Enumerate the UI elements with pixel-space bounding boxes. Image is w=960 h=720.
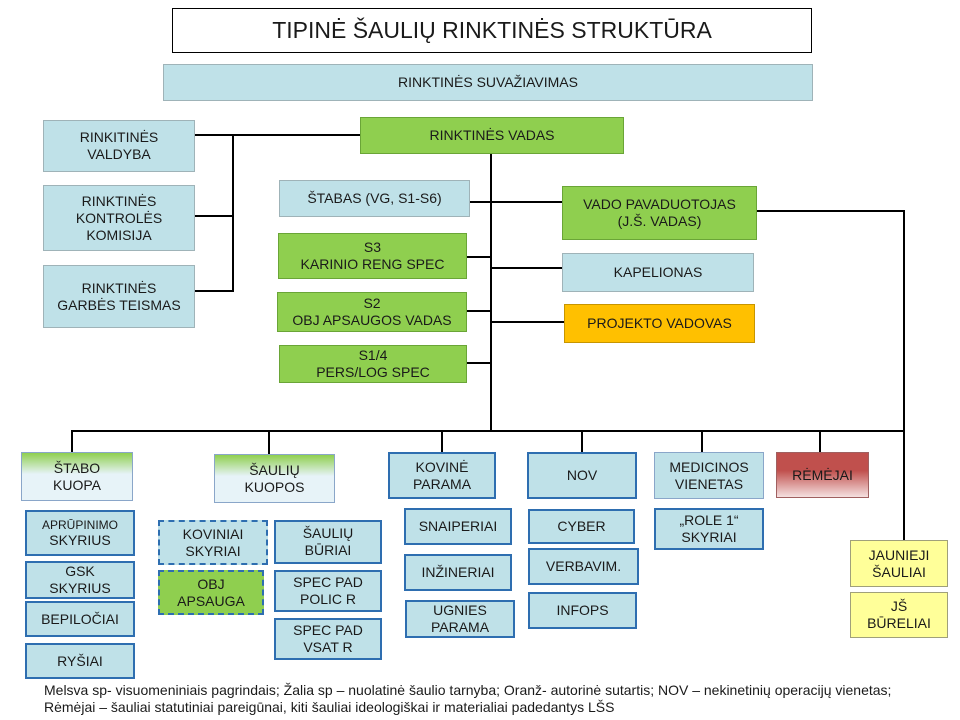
connector-line — [467, 362, 491, 364]
node-inzineriai: INŽINERIAI — [404, 554, 512, 591]
connector-line — [470, 201, 491, 203]
node-medicinos-vienetas: MEDICINOS VIENETAS — [654, 452, 764, 499]
node-kapelionas: KAPELIONAS — [562, 253, 754, 292]
node-jaunieji-sauliai: JAUNIEJI ŠAULIAI — [850, 540, 948, 587]
node-aprupinimo-skyrius: APRŪPINIMO SKYRIUS — [25, 510, 135, 556]
node-rinktines-suvaziavimas: RINKTINĖS SUVAŽIAVIMAS — [163, 64, 813, 101]
connector-line — [490, 154, 492, 430]
node-spec-pad-vsat: SPEC PAD VSAT R — [274, 618, 382, 660]
connector-line — [467, 256, 491, 258]
connector-line — [195, 290, 233, 292]
connector-line — [71, 430, 73, 452]
connector-line — [581, 430, 583, 452]
connector-line — [268, 430, 270, 454]
node-rinktines-valdyba: RINKITINĖS VALDYBA — [43, 120, 195, 172]
node-js-bureliai: JŠ BŪRELIAI — [850, 592, 948, 638]
connector-line — [903, 210, 905, 540]
connector-line — [701, 430, 703, 452]
connector-line — [819, 430, 821, 452]
node-nov: NOV — [527, 452, 637, 499]
node-rinktines-vadas: RINKTINĖS VADAS — [360, 117, 624, 154]
connector-line — [441, 430, 443, 452]
connector-line — [195, 215, 233, 217]
connector-line — [71, 430, 905, 432]
connector-line — [467, 310, 491, 312]
node-aprupinimo-small: APRŪPINIMO — [41, 517, 118, 532]
node-remejai: RĖMĖJAI — [776, 452, 869, 498]
connector-line — [757, 210, 905, 212]
connector-line — [232, 134, 234, 292]
node-s14: S1/4 PERS/LOG SPEC — [279, 345, 467, 383]
node-vado-pavaduotojas: VADO PAVADUOTOJAS (J.Š. VADAS) — [562, 186, 757, 240]
page-title: TIPINĖ ŠAULIŲ RINKTINĖS STRUKTŪRA — [172, 8, 812, 53]
node-bepilociai: BEPILOČIAI — [25, 601, 135, 637]
node-s2: S2 OBJ APSAUGOS VADAS — [277, 292, 467, 332]
node-stabo-kuopa: ŠTABO KUOPA — [21, 452, 133, 501]
node-infops: INFOPS — [528, 592, 637, 629]
node-projekto-vadovas: PROJEKTO VADOVAS — [564, 304, 755, 343]
node-kovine-parama: KOVINĖ PARAMA — [388, 452, 496, 499]
node-s3: S3 KARINIO RENG SPEC — [278, 233, 467, 279]
node-spec-pad-polic: SPEC PAD POLIC R — [274, 570, 382, 612]
node-ugnies-parama: UGNIES PARAMA — [405, 600, 515, 638]
node-aprupinimo-big: SKYRIUS — [49, 531, 111, 548]
node-stabas: ŠTABAS (VG, S1-S6) — [279, 180, 470, 217]
node-kontroles-komisija: RINKTINĖS KONTROLĖS KOMISIJA — [43, 185, 195, 251]
node-snaiperiai: SNAIPERIAI — [404, 508, 512, 545]
node-verbavim: VERBAVIM. — [528, 548, 639, 585]
footnote: Melsva sp- visuomeniniais pagrindais; Ža… — [44, 682, 892, 715]
node-role1-skyriai: „ROLE 1“ SKYRIAI — [654, 508, 764, 550]
node-rysiai: RYŠIAI — [25, 643, 135, 679]
node-garbes-teismas: RINKTINĖS GARBĖS TEISMAS — [43, 265, 195, 328]
node-obj-apsauga: OBJ APSAUGA — [158, 570, 264, 615]
node-cyber: CYBER — [528, 509, 635, 544]
connector-line — [491, 201, 562, 203]
connector-line — [195, 134, 360, 136]
node-sauliu-buriai: ŠAULIŲ BŪRIAI — [274, 520, 382, 564]
node-koviniai-skyriai: KOVINIAI SKYRIAI — [158, 520, 268, 565]
node-sauliu-kuopos: ŠAULIŲ KUOPOS — [214, 454, 335, 503]
connector-line — [491, 267, 562, 269]
node-gsk-skyrius: GSK SKYRIUS — [25, 561, 135, 599]
connector-line — [491, 321, 564, 323]
